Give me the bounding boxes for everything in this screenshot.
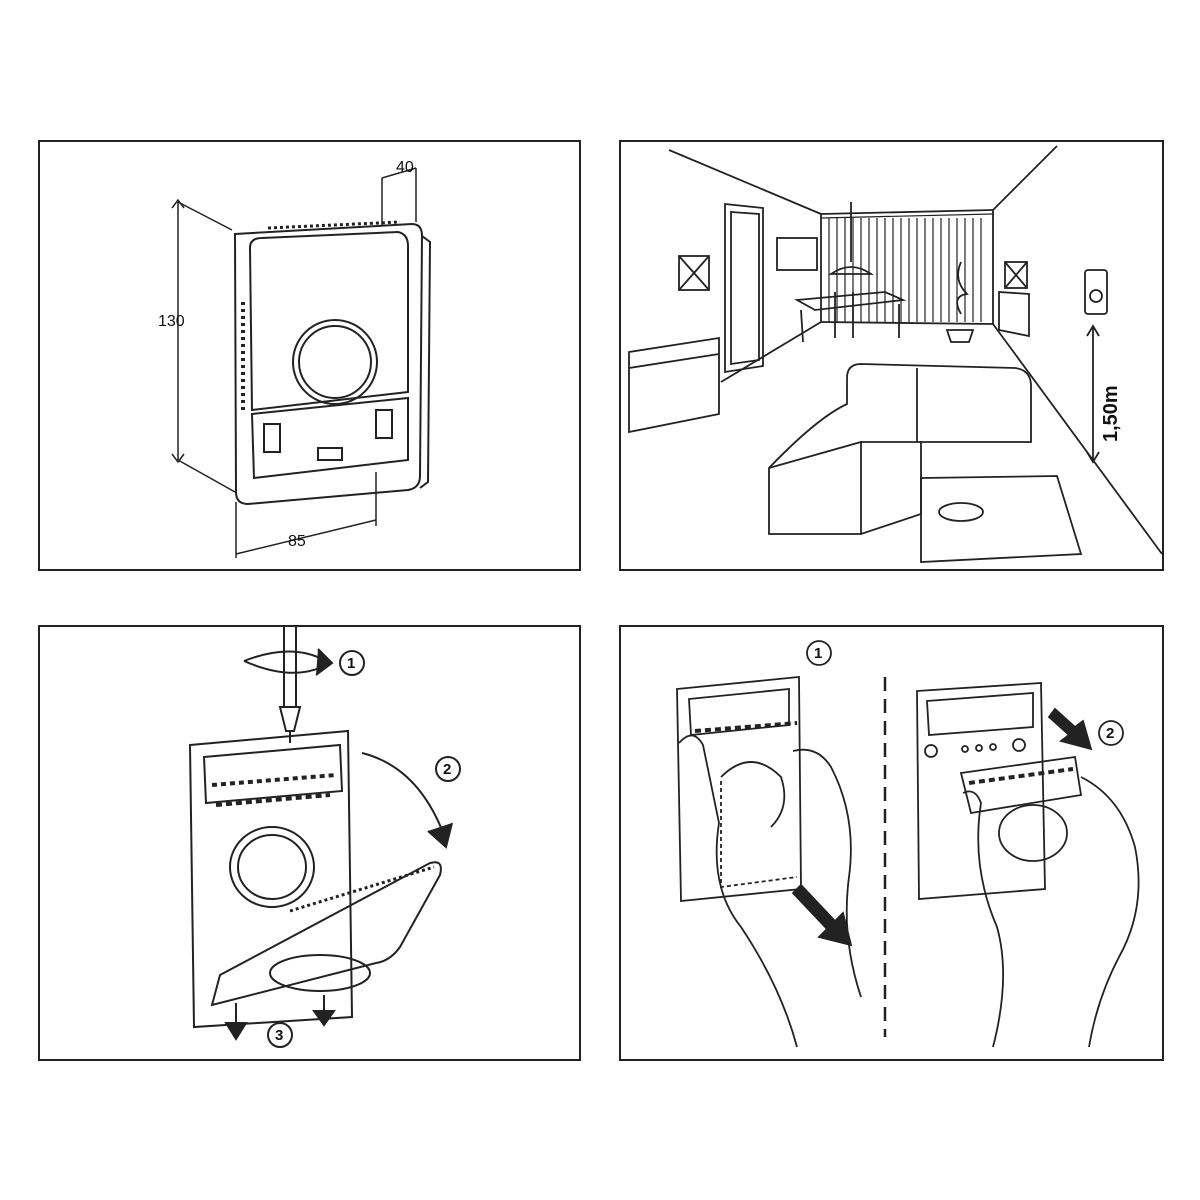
room-placement-panel: 1,50m (619, 140, 1164, 571)
sofa (768, 363, 1032, 535)
mount-height-label: 1,50m (1100, 385, 1122, 442)
picture-frame (776, 237, 818, 271)
plant (945, 261, 975, 343)
pendant-lamp (828, 202, 874, 275)
svg-text:1: 1 (814, 645, 822, 662)
down-arrow-left (224, 1003, 248, 1041)
terminal-removal-panel: 1 2 (619, 625, 1164, 1061)
step-badge-2: 2 (1098, 720, 1124, 746)
crossed-out-wall-icon-right (1004, 261, 1028, 289)
height-label: 130 (158, 313, 185, 330)
room-perspective (668, 145, 1162, 555)
coffee-table (920, 475, 1083, 563)
step-badge-1: 1 (339, 650, 365, 676)
swing-arrow (361, 752, 453, 849)
rotation-arrow (243, 648, 334, 676)
wall-thermostat-icon (1084, 269, 1108, 315)
sideboard (628, 336, 720, 434)
tilted-cover (210, 861, 442, 1007)
dial-knob (229, 826, 315, 908)
push-arrow (1047, 707, 1093, 751)
dimension-lines (171, 167, 417, 558)
step-badge-1: 1 (806, 640, 832, 666)
base-plate-right (916, 682, 1046, 900)
thermostat-front-view (233, 220, 432, 506)
base-plate-left (676, 676, 802, 902)
cover-removal-panel: 1 2 3 (38, 625, 581, 1061)
door (724, 203, 764, 374)
width-label: 85 (288, 533, 306, 550)
svg-text:1: 1 (347, 655, 355, 672)
svg-text:2: 2 (443, 761, 451, 778)
striped-curtain (820, 213, 994, 322)
svg-text:2: 2 (1106, 725, 1114, 742)
screwdriver (278, 627, 302, 743)
depth-label: 40 (396, 159, 414, 176)
step-badge-3: 3 (267, 1022, 293, 1048)
radiator (998, 291, 1030, 338)
pull-arrow (791, 883, 853, 947)
dimensions-panel: 130 85 40 (38, 140, 581, 571)
step-badge-2: 2 (435, 756, 461, 782)
base-plate (188, 729, 354, 1029)
svg-text:3: 3 (275, 1027, 283, 1044)
down-arrow-right (312, 995, 336, 1027)
hand-right (959, 755, 1140, 1048)
crossed-out-wall-icon-left (678, 255, 710, 291)
mount-height-arrow (1086, 324, 1100, 464)
dining-table (794, 291, 907, 343)
